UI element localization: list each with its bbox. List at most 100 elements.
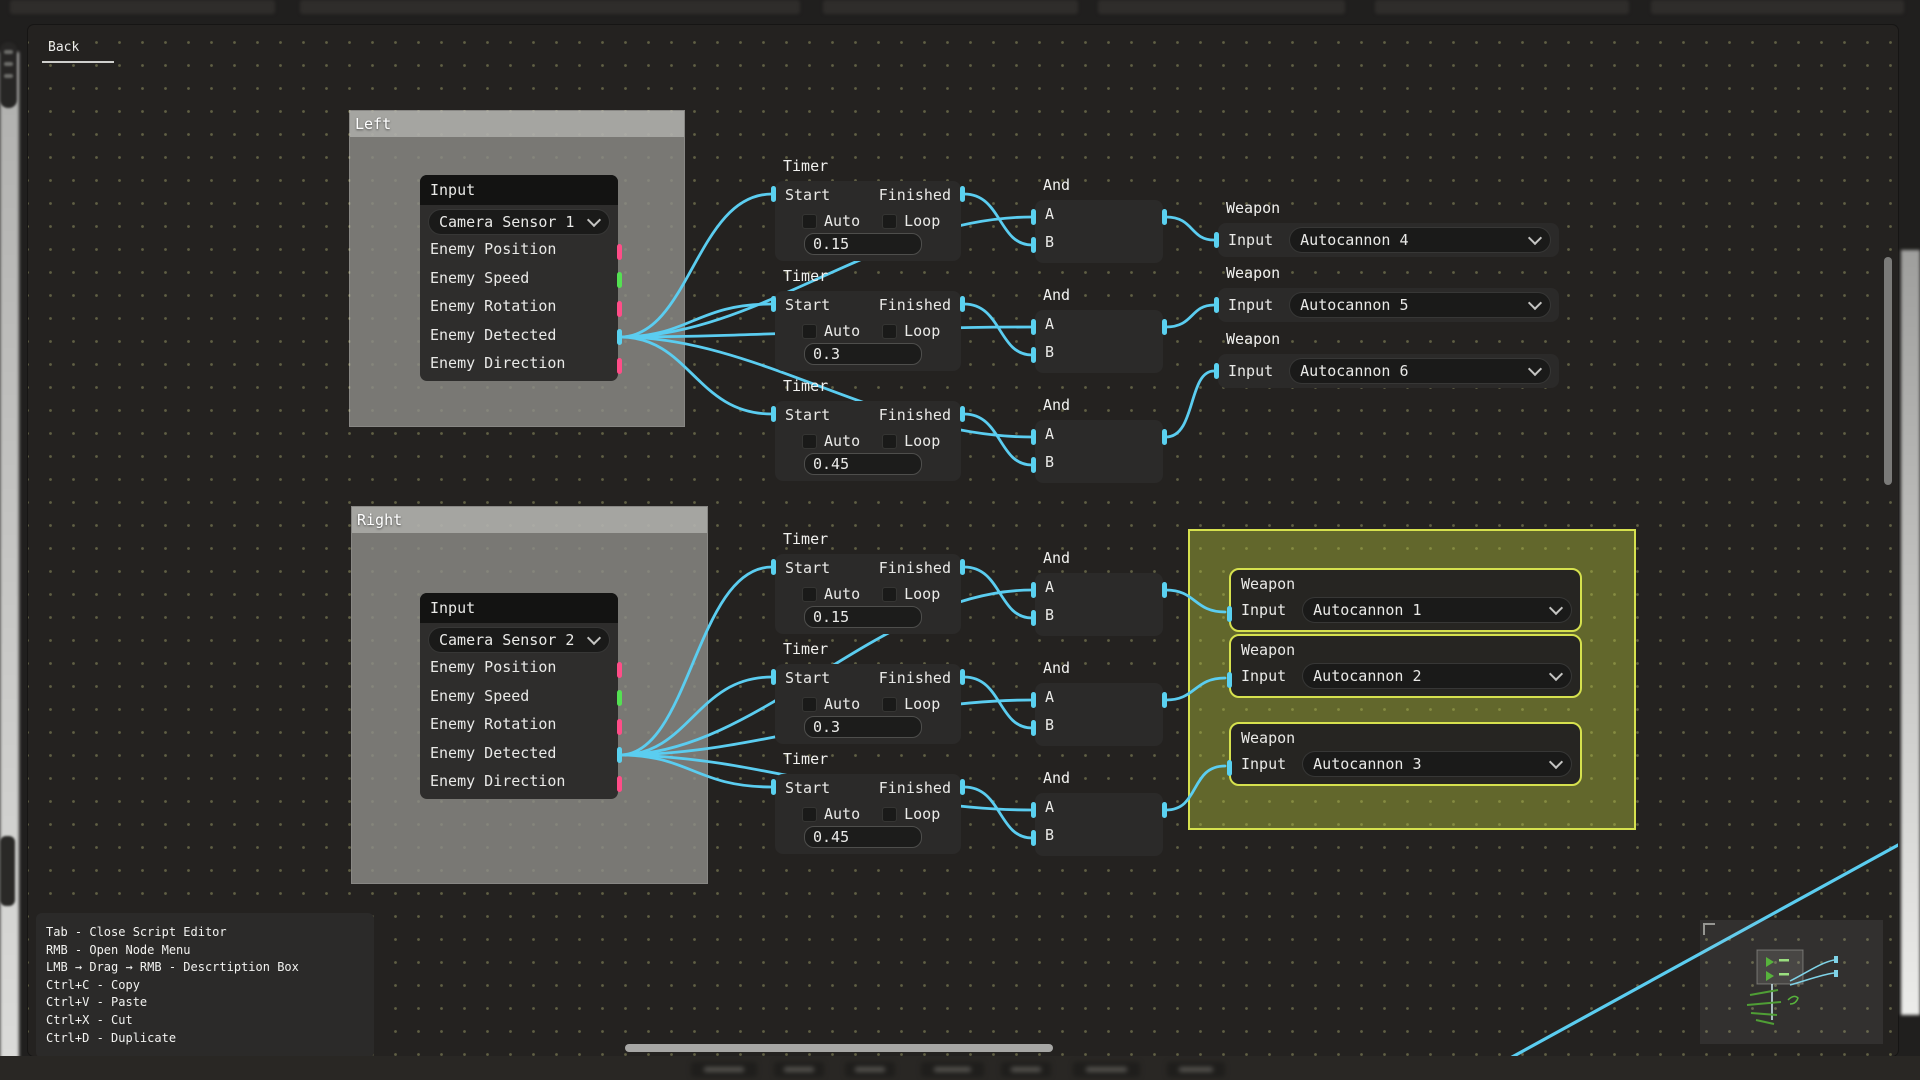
input-node-left[interactable]: Input Camera Sensor 1 Enemy Position Ene… bbox=[420, 175, 622, 381]
vertical-scrollbar-thumb[interactable] bbox=[1884, 257, 1892, 485]
input-node-right[interactable]: Input Camera Sensor 2 Enemy Position Ene… bbox=[420, 593, 622, 799]
enemy-rotation-port[interactable] bbox=[617, 719, 622, 735]
weapon-select-value: Autocannon 5 bbox=[1300, 296, 1409, 314]
enemy-speed-port[interactable] bbox=[617, 272, 622, 288]
enemy-direction-port[interactable] bbox=[617, 776, 622, 792]
b-port[interactable] bbox=[1031, 237, 1036, 253]
result-port[interactable] bbox=[1162, 319, 1167, 335]
duration-input[interactable] bbox=[804, 826, 922, 848]
start-port[interactable] bbox=[771, 779, 776, 795]
auto-checkbox[interactable] bbox=[802, 323, 817, 339]
finished-port[interactable] bbox=[960, 669, 965, 685]
b-port[interactable] bbox=[1031, 457, 1036, 473]
input-port[interactable] bbox=[1214, 363, 1219, 379]
result-port[interactable] bbox=[1162, 802, 1167, 818]
finished-port[interactable] bbox=[960, 406, 965, 422]
finished-port[interactable] bbox=[960, 559, 965, 575]
loop-checkbox[interactable] bbox=[882, 433, 898, 449]
and-node[interactable]: And A B bbox=[1031, 659, 1167, 746]
weapon-node-selected[interactable]: Weapon Input Autocannon 3 bbox=[1227, 722, 1582, 786]
result-port[interactable] bbox=[1162, 429, 1167, 445]
and-node[interactable]: And A B bbox=[1031, 176, 1167, 263]
duration-input[interactable] bbox=[804, 453, 922, 475]
a-port[interactable] bbox=[1031, 802, 1036, 818]
enemy-speed-port[interactable] bbox=[617, 690, 622, 706]
duration-input[interactable] bbox=[804, 606, 922, 628]
and-node[interactable]: And A B bbox=[1031, 396, 1167, 483]
a-port[interactable] bbox=[1031, 692, 1036, 708]
and-node[interactable]: And A B bbox=[1031, 549, 1167, 636]
camera-sensor-select[interactable]: Camera Sensor 2 bbox=[428, 627, 610, 653]
input-port[interactable] bbox=[1214, 232, 1219, 248]
weapon-select[interactable]: Autocannon 3 bbox=[1302, 751, 1572, 777]
b-port[interactable] bbox=[1031, 720, 1036, 736]
horizontal-scrollbar-thumb[interactable] bbox=[625, 1044, 1053, 1052]
and-node[interactable]: And A B bbox=[1031, 769, 1167, 856]
enemy-detected-port[interactable] bbox=[617, 747, 622, 763]
weapon-select[interactable]: Autocannon 6 bbox=[1289, 358, 1551, 384]
finished-port[interactable] bbox=[960, 186, 965, 202]
loop-checkbox[interactable] bbox=[882, 323, 898, 339]
start-port[interactable] bbox=[771, 669, 776, 685]
auto-checkbox[interactable] bbox=[802, 806, 817, 822]
result-port[interactable] bbox=[1162, 209, 1167, 225]
a-port[interactable] bbox=[1031, 429, 1036, 445]
loop-checkbox[interactable] bbox=[882, 586, 898, 602]
input-port[interactable] bbox=[1214, 297, 1219, 313]
start-port[interactable] bbox=[771, 186, 776, 202]
weapon-node[interactable]: Weapon Input Autocannon 6 bbox=[1214, 330, 1559, 388]
auto-checkbox[interactable] bbox=[802, 696, 817, 712]
duration-input[interactable] bbox=[804, 233, 922, 255]
b-port[interactable] bbox=[1031, 347, 1036, 363]
result-port[interactable] bbox=[1162, 582, 1167, 598]
start-port[interactable] bbox=[771, 559, 776, 575]
enemy-position-port[interactable] bbox=[617, 662, 622, 678]
back-button[interactable]: Back bbox=[42, 40, 114, 63]
input-port[interactable] bbox=[1227, 760, 1232, 776]
camera-sensor-select[interactable]: Camera Sensor 1 bbox=[428, 209, 610, 235]
group-title[interactable]: Right bbox=[352, 507, 707, 533]
weapon-node-selected[interactable]: Weapon Input Autocannon 2 bbox=[1227, 634, 1582, 698]
start-port[interactable] bbox=[771, 406, 776, 422]
auto-checkbox[interactable] bbox=[802, 213, 817, 229]
weapon-node[interactable]: Weapon Input Autocannon 4 bbox=[1214, 199, 1559, 257]
loop-checkbox[interactable] bbox=[882, 696, 898, 712]
loop-checkbox[interactable] bbox=[882, 806, 898, 822]
enemy-direction-port[interactable] bbox=[617, 358, 622, 374]
input-port[interactable] bbox=[1227, 672, 1232, 688]
b-port[interactable] bbox=[1031, 610, 1036, 626]
weapon-select[interactable]: Autocannon 2 bbox=[1302, 663, 1572, 689]
start-port[interactable] bbox=[771, 296, 776, 312]
weapon-select[interactable]: Autocannon 4 bbox=[1289, 227, 1551, 253]
enemy-position-port[interactable] bbox=[617, 244, 622, 260]
and-node[interactable]: And A B bbox=[1031, 286, 1167, 373]
enemy-detected-port[interactable] bbox=[617, 329, 622, 345]
minimap-scribble bbox=[1755, 1019, 1775, 1025]
enemy-rotation-port[interactable] bbox=[617, 301, 622, 317]
auto-checkbox[interactable] bbox=[802, 433, 817, 449]
duration-input[interactable] bbox=[804, 716, 922, 738]
result-port[interactable] bbox=[1162, 692, 1167, 708]
group-title[interactable]: Left bbox=[350, 111, 684, 137]
minimap[interactable] bbox=[1700, 920, 1883, 1044]
weapon-node-selected[interactable]: Weapon Input Autocannon 1 bbox=[1227, 568, 1582, 632]
b-port[interactable] bbox=[1031, 830, 1036, 846]
a-port[interactable] bbox=[1031, 582, 1036, 598]
a-port[interactable] bbox=[1031, 319, 1036, 335]
loop-checkbox[interactable] bbox=[882, 213, 898, 229]
finished-port[interactable] bbox=[960, 779, 965, 795]
weapon-node[interactable]: Weapon Input Autocannon 5 bbox=[1214, 264, 1559, 322]
weapon-select[interactable]: Autocannon 1 bbox=[1302, 597, 1572, 623]
a-port[interactable] bbox=[1031, 209, 1036, 225]
auto-checkbox[interactable] bbox=[802, 586, 817, 602]
weapon-select[interactable]: Autocannon 5 bbox=[1289, 292, 1551, 318]
input-port[interactable] bbox=[1227, 606, 1232, 622]
finished-port[interactable] bbox=[960, 296, 965, 312]
duration-input[interactable] bbox=[804, 343, 922, 365]
